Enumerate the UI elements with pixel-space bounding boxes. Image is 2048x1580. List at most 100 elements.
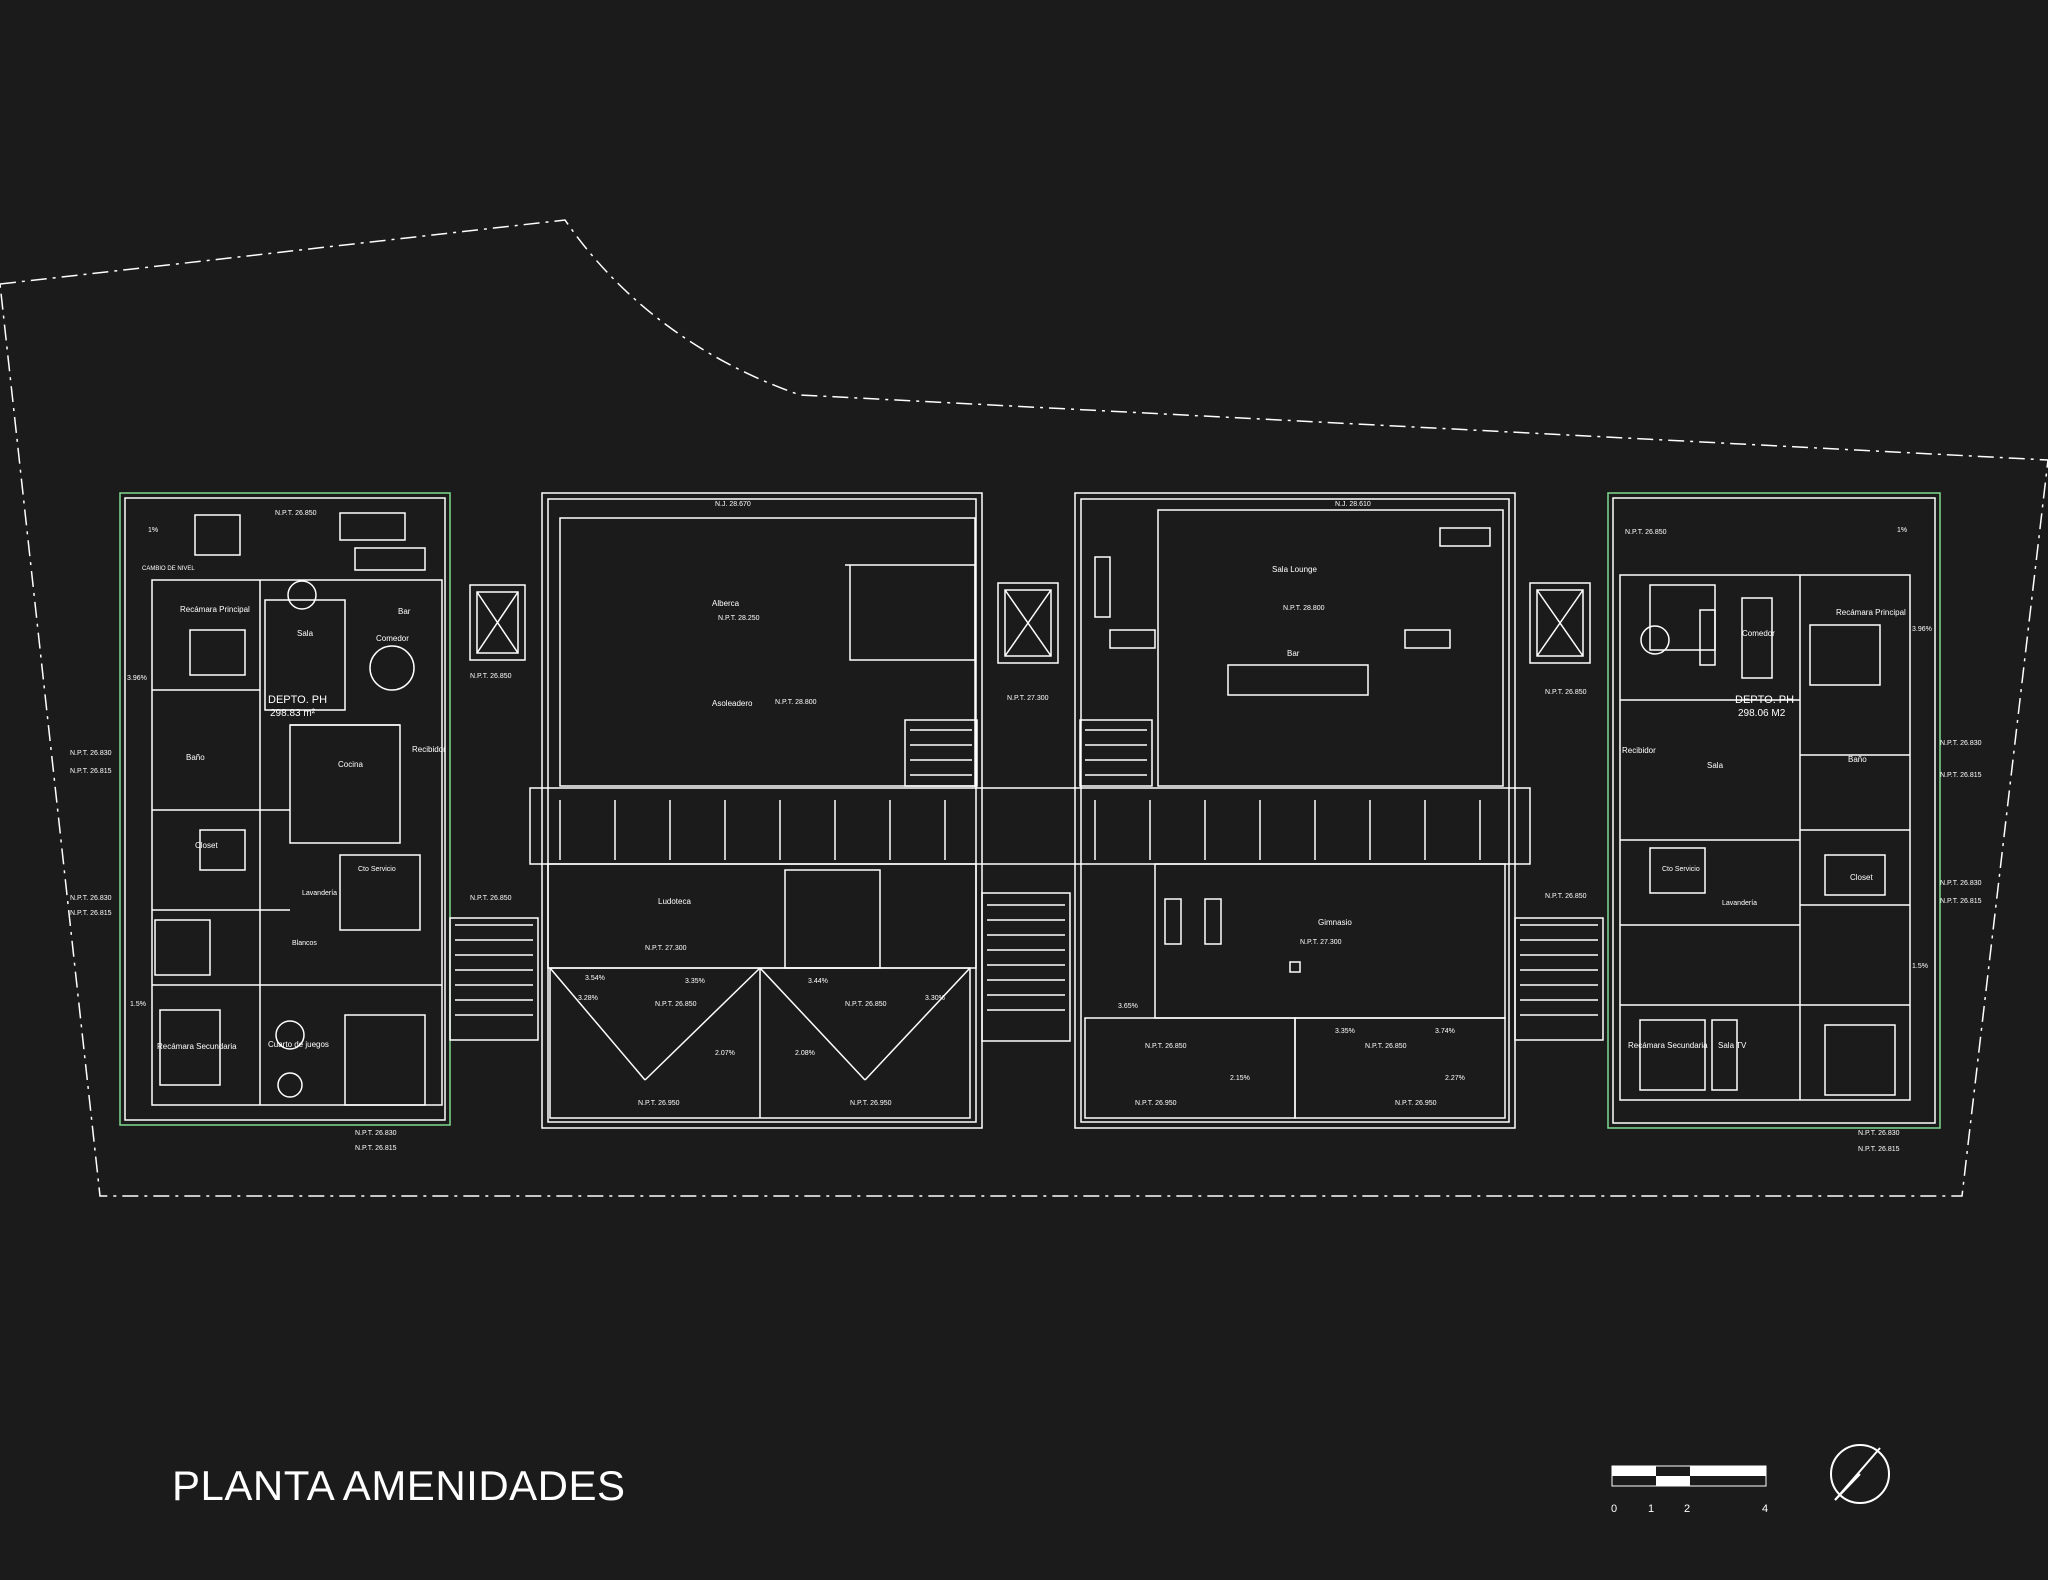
room-label: Recibidor <box>412 745 446 754</box>
amenity-block-left-labels: Alberca Asoleadero Ludoteca N.J. 28.670 … <box>578 501 945 1107</box>
level-mark: N.P.T. 26.815 <box>70 910 112 917</box>
core-left <box>449 584 539 1041</box>
scale-tick: 0 <box>1611 1503 1617 1515</box>
level-mark: N.P.T. 26.830 <box>70 750 112 757</box>
amenity-block-right-labels: Sala Lounge Bar Gimnasio N.J. 28.610 N.P… <box>1118 501 1465 1107</box>
slope-mark: 3.28% <box>578 995 598 1002</box>
page-title: PLANTA AMENIDADES <box>172 1462 626 1509</box>
slope-mark: 3.65% <box>1118 1003 1138 1010</box>
room-label: Recámara Secundaria <box>157 1042 237 1051</box>
room-label: Recámara Secundaria <box>1628 1041 1708 1050</box>
slope-mark: 3.74% <box>1435 1028 1455 1035</box>
scale-tick: 2 <box>1684 1503 1690 1515</box>
room-label: Bar <box>1287 649 1300 658</box>
slope-mark: 3.54% <box>585 975 605 982</box>
level-mark: CAMBIO DE NIVEL <box>142 566 195 572</box>
room-label: Cto Servicio <box>358 866 396 873</box>
core-center <box>981 582 1071 1042</box>
level-mark: N.P.T. 26.830 <box>1858 1130 1900 1137</box>
level-mark: N.P.T. 26.850 <box>470 673 512 680</box>
slope-mark: 3.30% <box>925 995 945 1002</box>
room-label: Cocina <box>338 760 363 769</box>
apartment-right <box>1607 492 1941 1129</box>
slope-mark: 2.27% <box>1445 1075 1465 1082</box>
level-mark: N.P.T. 27.300 <box>1300 939 1342 946</box>
level-mark: N.P.T. 26.850 <box>1545 893 1587 900</box>
apartment-right-labels: Recámara Principal Comedor Sala Recibido… <box>1622 608 1906 1050</box>
level-mark: N.P.T. 26.850 <box>470 895 512 902</box>
slope-mark: 3.35% <box>1335 1028 1355 1035</box>
level-mark: N.P.T. 26.850 <box>1625 529 1667 536</box>
slope-mark: 1.5% <box>130 1001 146 1008</box>
room-label: Asoleadero <box>712 699 753 708</box>
north-arrow-icon <box>1830 1444 1890 1504</box>
room-label: Lavandería <box>1722 900 1757 907</box>
slope-mark: 2.07% <box>715 1050 735 1057</box>
slope-mark: 1% <box>148 527 158 534</box>
amenity-block-left <box>529 492 1531 1129</box>
slope-mark: 2.08% <box>795 1050 815 1057</box>
slope-mark: 1% <box>1897 527 1907 534</box>
slope-mark: 3.44% <box>808 978 828 985</box>
scale-tick: 4 <box>1762 1503 1768 1515</box>
room-label: Lavandería <box>302 890 337 897</box>
room-label: Sala TV <box>1718 1041 1747 1050</box>
level-mark: N.P.T. 26.950 <box>1135 1100 1177 1107</box>
level-mark: N.P.T. 26.950 <box>1395 1100 1437 1107</box>
room-label: Baño <box>1848 755 1867 764</box>
slope-mark: 2.15% <box>1230 1075 1250 1082</box>
room-label: Bar <box>398 607 411 616</box>
room-label: Alberca <box>712 599 740 608</box>
level-mark: N.P.T. 26.830 <box>355 1130 397 1137</box>
slope-mark: 3.35% <box>685 978 705 985</box>
room-label: Blancos <box>292 940 317 947</box>
level-mark: N.P.T. 26.850 <box>655 1001 697 1008</box>
scale-bar: 0 1 2 4 <box>1611 1465 1768 1515</box>
apartment-left-labels: Recámara Principal Sala Bar Comedor Coci… <box>142 566 446 1051</box>
room-label: Cto Servicio <box>1662 866 1700 873</box>
level-mark: N.J. 28.670 <box>715 501 751 508</box>
core-right <box>1514 582 1604 1041</box>
apartment-area: 298.06 M2 <box>1738 708 1786 719</box>
room-label: Cuarto de juegos <box>268 1040 329 1049</box>
site-boundary <box>0 219 2048 1197</box>
perimeter-level-marks: N.P.T. 26.850 N.P.T. 26.830 N.P.T. 26.81… <box>70 510 1982 1153</box>
level-mark: N.P.T. 26.850 <box>845 1001 887 1008</box>
room-label: Baño <box>186 753 205 762</box>
level-mark: N.P.T. 26.850 <box>1545 689 1587 696</box>
room-label: Comedor <box>1742 629 1775 638</box>
room-label: Ludoteca <box>658 897 691 906</box>
room-label: Sala <box>1707 761 1724 770</box>
level-mark: N.P.T. 26.850 <box>275 510 317 517</box>
room-label: Recámara Principal <box>180 605 250 614</box>
level-mark: N.P.T. 26.850 <box>1365 1043 1407 1050</box>
scale-tick: 1 <box>1648 1503 1654 1515</box>
level-mark: N.P.T. 26.830 <box>1940 880 1982 887</box>
room-label: Gimnasio <box>1318 918 1352 927</box>
amenity-block-right <box>1074 492 1516 1129</box>
room-label: Sala <box>297 629 314 638</box>
level-mark: N.P.T. 28.250 <box>718 615 760 622</box>
level-mark: N.P.T. 27.300 <box>645 945 687 952</box>
level-mark: N.P.T. 26.950 <box>850 1100 892 1107</box>
room-label: Recibidor <box>1622 746 1656 755</box>
level-mark: N.P.T. 26.950 <box>638 1100 680 1107</box>
slope-mark: 3.96% <box>1912 626 1932 633</box>
level-mark: N.P.T. 26.815 <box>1858 1146 1900 1153</box>
room-label: Closet <box>1850 873 1873 882</box>
level-mark: N.P.T. 26.815 <box>1940 898 1982 905</box>
room-label: Comedor <box>376 634 409 643</box>
apartment-name: DEPTO. PH <box>268 694 327 706</box>
apartment-left <box>119 492 451 1126</box>
apartment-name: DEPTO. PH <box>1735 694 1794 706</box>
room-label: Recámara Principal <box>1836 608 1906 617</box>
slope-mark: 3.96% <box>127 675 147 682</box>
level-mark: N.P.T. 26.830 <box>1940 740 1982 747</box>
level-mark: N.P.T. 28.800 <box>1283 605 1325 612</box>
level-mark: N.P.T. 26.830 <box>70 895 112 902</box>
level-mark: N.J. 28.610 <box>1335 501 1371 508</box>
room-label: Sala Lounge <box>1272 565 1317 574</box>
apartment-area: 298.83 m² <box>270 708 316 719</box>
room-label: Closet <box>195 841 218 850</box>
